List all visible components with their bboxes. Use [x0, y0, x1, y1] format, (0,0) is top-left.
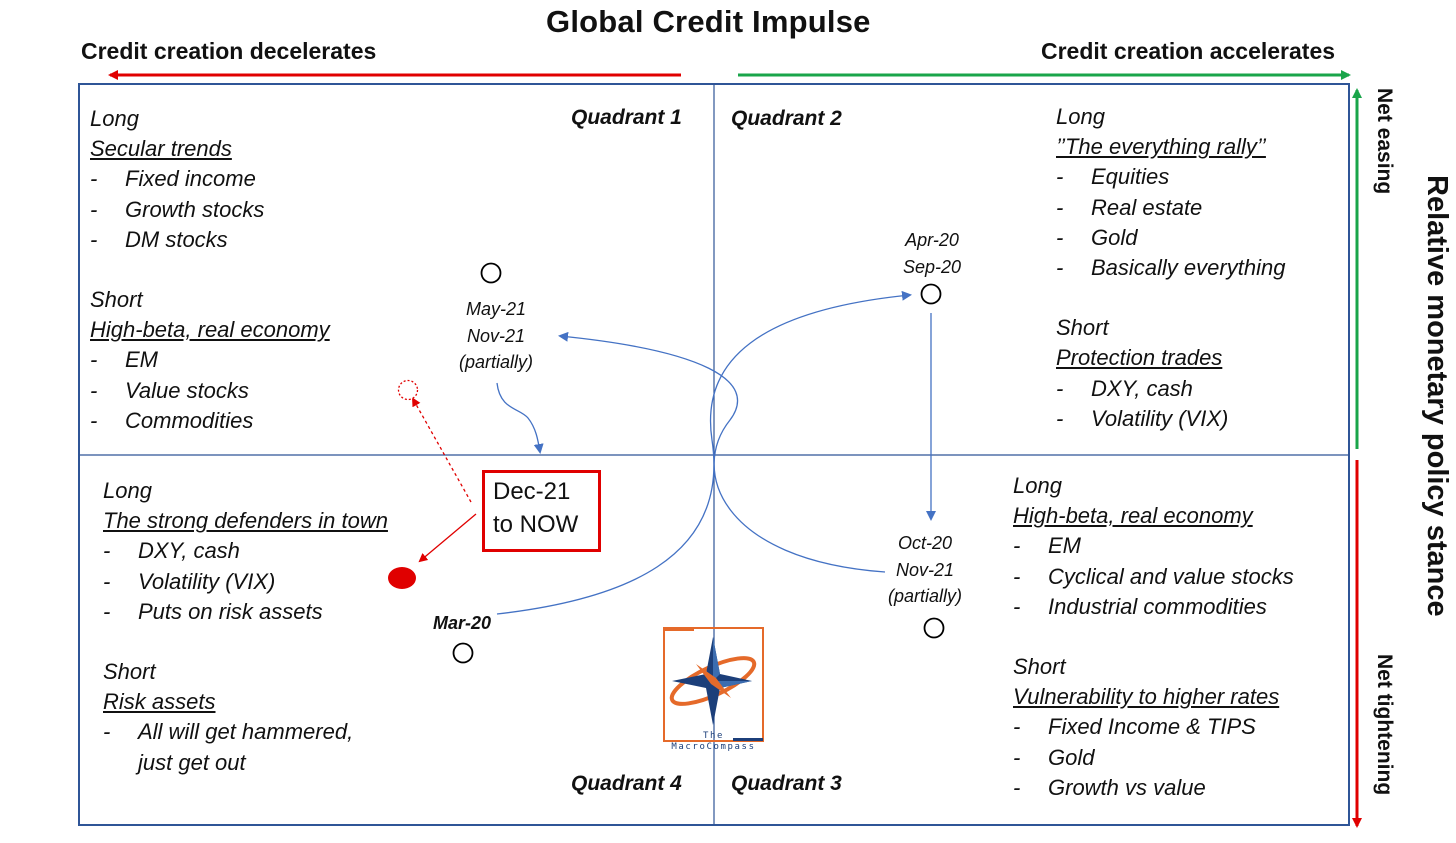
logo-text: The MacroCompass: [671, 731, 756, 752]
list-item: just get out: [138, 749, 246, 775]
quadrant-3-label: Quadrant 3: [731, 772, 842, 795]
list-item: -DM stocks: [90, 226, 228, 252]
date-label-q4: Mar-20: [433, 613, 492, 633]
list-item: -Growth stocks: [90, 196, 265, 222]
marker-sep20: [920, 283, 942, 305]
q4-short-theme: Risk assets: [103, 689, 216, 715]
list-item: -DXY, cash: [1056, 375, 1193, 401]
list-item: -Basically everything: [1056, 255, 1286, 281]
q2-positioning: Long ’’The everything rally’’ -Equities …: [1056, 102, 1285, 434]
q1-positioning: Long Secular trends -Fixed income -Growt…: [90, 104, 330, 436]
logo-frame: [663, 627, 764, 742]
now-box: Dec-21 to NOW: [482, 470, 601, 552]
q2-short-heading: Short: [1056, 315, 1109, 341]
list-item: -Growth vs value: [1013, 774, 1206, 800]
list-item: -Value stocks: [90, 377, 249, 403]
list-item: -Gold: [1013, 744, 1095, 770]
side-bottom-label: Net tightening: [1373, 654, 1396, 796]
marker-mar20: [452, 642, 474, 664]
q1-long-theme: Secular trends: [90, 136, 232, 162]
list-item: -Volatility (VIX): [1056, 405, 1229, 431]
now-arrow-solid: [418, 513, 477, 563]
date-label-q1: May-21 Nov-21 (partially): [458, 299, 533, 372]
q3-long-heading: Long: [1013, 473, 1062, 498]
q2-short-theme: Protection trades: [1056, 345, 1223, 371]
curve-nov21-to-may21: [558, 331, 886, 573]
list-item: -Commodities: [90, 407, 254, 433]
list-item: -Puts on risk assets: [103, 598, 323, 624]
header-left-label: Credit creation decelerates: [81, 38, 377, 64]
macrocompass-logo: [663, 627, 764, 742]
side-title: Relative monetary policy stance: [1421, 175, 1453, 617]
quadrant-1-label: Quadrant 1: [571, 106, 682, 129]
list-item: -Fixed Income & TIPS: [1013, 714, 1256, 740]
side-top-label: Net easing: [1373, 88, 1396, 195]
quadrant-2-label: Quadrant 2: [731, 107, 842, 130]
list-item: -Cyclical and value stocks: [1013, 563, 1294, 589]
list-item: -Fixed income: [90, 166, 256, 192]
q3-positioning: Long High-beta, real economy -EM -Cyclic…: [1013, 471, 1294, 803]
curve-may21-to-dec21: [496, 382, 544, 454]
header-right-label: Credit creation accelerates: [1041, 38, 1336, 64]
list-item: -DXY, cash: [103, 538, 240, 564]
list-item: -Volatility (VIX): [103, 568, 276, 594]
q4-positioning: Long The strong defenders in town -DXY, …: [103, 476, 388, 778]
q1-long-heading: Long: [90, 106, 139, 131]
list-item: -Gold: [1056, 224, 1138, 250]
date-label-q3: Oct-20 Nov-21 (partially): [887, 533, 962, 606]
list-item: -Real estate: [1056, 194, 1203, 220]
list-item: -Equities: [1056, 164, 1170, 190]
q3-short-heading: Short: [1013, 654, 1066, 680]
list-item: -All will get hammered,: [103, 719, 354, 745]
q3-short-theme: Vulnerability to higher rates: [1013, 684, 1280, 710]
diagram-title: Global Credit Impulse: [546, 4, 871, 39]
quadrant-4-label: Quadrant 4: [571, 772, 682, 795]
now-arrow-dotted: [412, 397, 472, 503]
list-item: -EM: [1013, 533, 1081, 559]
marker-nov21-q3: [923, 617, 945, 639]
date-label-q2: Apr-20 Sep-20: [902, 230, 962, 277]
marker-current-red: [388, 567, 416, 589]
list-item: -EM: [90, 347, 158, 373]
q4-long-heading: Long: [103, 478, 152, 503]
marker-may21: [480, 262, 502, 284]
curve-mar20-to-apr20: [496, 290, 912, 615]
q2-long-heading: Long: [1056, 104, 1105, 129]
q2-long-theme: ’’The everything rally’’: [1056, 134, 1266, 160]
q1-short-theme: High-beta, real economy: [90, 317, 330, 343]
q4-short-heading: Short: [103, 659, 156, 685]
marker-projected-dotted: [397, 379, 419, 401]
q4-long-theme: The strong defenders in town: [103, 508, 388, 534]
q1-short-heading: Short: [90, 287, 143, 313]
q3-long-theme: High-beta, real economy: [1013, 503, 1253, 529]
list-item: -Industrial commodities: [1013, 593, 1267, 619]
